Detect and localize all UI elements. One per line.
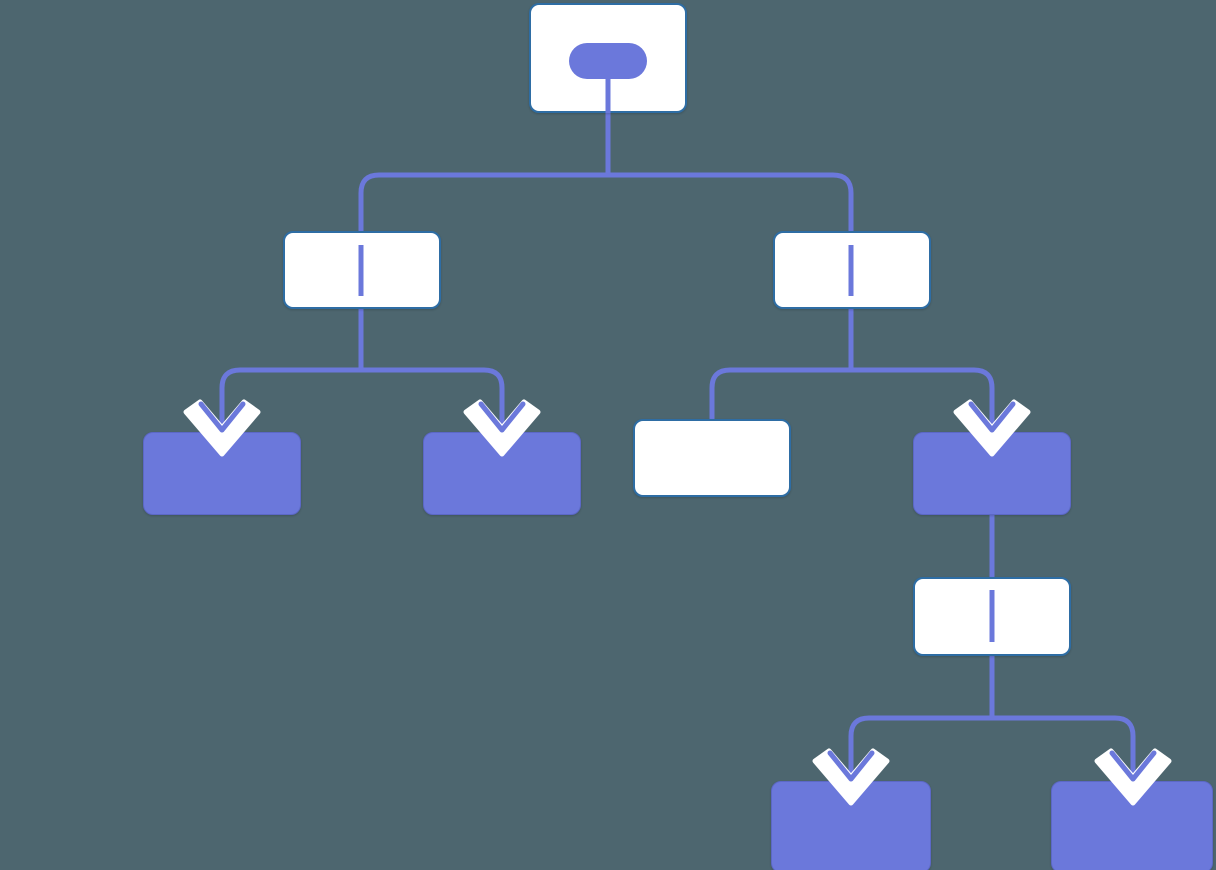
tree-node-n7[interactable] xyxy=(913,432,1071,515)
tree-node-n2[interactable] xyxy=(283,231,441,309)
tree-node-n6[interactable] xyxy=(633,419,791,497)
edge xyxy=(848,656,995,783)
tree-node-n8[interactable] xyxy=(913,577,1071,656)
edge xyxy=(605,113,854,231)
tree-node-n10[interactable] xyxy=(1051,781,1213,870)
tree-node-n9[interactable] xyxy=(771,781,931,870)
tree-node-n4[interactable] xyxy=(143,432,301,515)
tree-node-n3[interactable] xyxy=(773,231,931,309)
root-node-pill-badge xyxy=(569,43,647,79)
edge xyxy=(219,309,364,434)
edge xyxy=(989,656,1136,783)
tree-node-n5[interactable] xyxy=(423,432,581,515)
edge xyxy=(358,113,611,231)
edge xyxy=(709,309,854,419)
edge xyxy=(848,309,995,434)
edge xyxy=(358,309,505,434)
